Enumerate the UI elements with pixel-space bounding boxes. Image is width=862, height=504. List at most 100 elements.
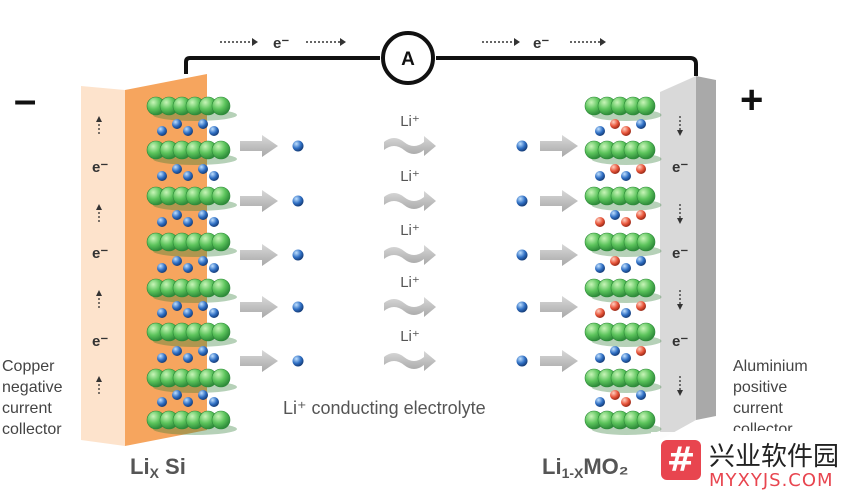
- anode-formula: LiX Si: [130, 454, 186, 481]
- metal-oxide-atom: [595, 308, 605, 318]
- ion-flow-arrow: [240, 296, 278, 318]
- lithium-ion: [610, 210, 620, 220]
- cathode-formula-sub: 1-X: [561, 465, 584, 481]
- wire-electron-arrows: [220, 38, 606, 46]
- electron-arrow-head: [677, 130, 683, 136]
- lithium-ion: [172, 390, 182, 400]
- metal-oxide-atom: [610, 164, 620, 174]
- wire-arrow-head: [514, 38, 520, 46]
- electron-arrow-head: [96, 204, 102, 210]
- graphite-atom: [636, 186, 656, 206]
- lithium-ion: [157, 126, 167, 136]
- graphite-atom: [636, 232, 656, 252]
- lithium-ion: [183, 353, 193, 363]
- graphite-atom: [636, 278, 656, 298]
- lithium-ion: [595, 397, 605, 407]
- lithium-ion: [198, 164, 208, 174]
- electron-arrow-head: [96, 116, 102, 122]
- wire-electron-label-left: e⁻: [273, 35, 289, 52]
- lithium-ion: [595, 353, 605, 363]
- metal-oxide-atom: [636, 164, 646, 174]
- metal-oxide-atom: [621, 397, 631, 407]
- lithium-ion: [209, 397, 219, 407]
- cathode-formula: Li1-XMO₂: [542, 454, 629, 481]
- lithium-ion: [209, 126, 219, 136]
- circuit-wire: [184, 56, 698, 76]
- aluminium-label-line: positive: [733, 379, 788, 396]
- ion-flow-arrow: [240, 190, 278, 212]
- lithium-ion: [621, 308, 631, 318]
- copper-label-line: collector: [2, 421, 62, 438]
- copper-label-line: Copper: [2, 358, 55, 375]
- watermark-title: 兴业软件园: [709, 442, 840, 472]
- lithium-ion: [183, 263, 193, 273]
- graphite-atom: [636, 96, 656, 116]
- ion-wave-arrow: [384, 297, 436, 317]
- lithium-ion: [198, 301, 208, 311]
- graphite-atom: [636, 322, 656, 342]
- lithium-ion: [636, 390, 646, 400]
- lithium-ion: [172, 301, 182, 311]
- lithium-ion: [209, 217, 219, 227]
- lithium-ion: [157, 353, 167, 363]
- electron-arrow-head: [96, 290, 102, 296]
- copper-collector-label: Copper negative current collector: [2, 356, 63, 440]
- ion-label: Li⁺: [400, 222, 420, 239]
- lithium-ion: [172, 256, 182, 266]
- metal-oxide-atom: [621, 217, 631, 227]
- cathode-layers: [584, 96, 662, 435]
- lithium-ion: [636, 256, 646, 266]
- lithium-ion: [610, 346, 620, 356]
- ion-label: Li⁺: [400, 168, 420, 185]
- lithium-ion: [292, 301, 304, 313]
- metal-oxide-atom: [636, 301, 646, 311]
- aluminium-label-line: collector: [733, 421, 793, 431]
- cathode-formula-tail: MO₂: [583, 454, 629, 479]
- lithium-ion: [198, 346, 208, 356]
- lithium-ion: [157, 171, 167, 181]
- lithium-ion: [595, 171, 605, 181]
- metal-oxide-atom: [610, 301, 620, 311]
- ion-flow-arrow: [540, 244, 578, 266]
- lithium-ion: [516, 195, 528, 207]
- anode-formula-base: Li: [130, 454, 150, 479]
- aluminium-label-line: Aluminium: [733, 358, 808, 375]
- metal-oxide-atom: [610, 390, 620, 400]
- lithium-ion: [621, 171, 631, 181]
- metal-oxide-atom: [636, 346, 646, 356]
- graphite-atom: [211, 232, 231, 252]
- lithium-ion: [198, 390, 208, 400]
- electron-arrow-head: [677, 390, 683, 396]
- metal-oxide-atom: [610, 256, 620, 266]
- lithium-ion: [292, 195, 304, 207]
- lithium-ion: [292, 355, 304, 367]
- ion-wave-arrow: [384, 191, 436, 211]
- lithium-ion: [198, 256, 208, 266]
- aluminium-label-line: current: [733, 400, 783, 417]
- cathode-formula-base: Li: [542, 454, 562, 479]
- anode-formula-sub: X: [149, 465, 159, 481]
- graphite-atom: [211, 96, 231, 116]
- lithium-ion: [209, 353, 219, 363]
- lithium-ion: [209, 308, 219, 318]
- ammeter-icon: [381, 31, 435, 85]
- electron-arrow-head: [677, 218, 683, 224]
- lithium-ion: [621, 353, 631, 363]
- ion-flow-arrow: [540, 350, 578, 372]
- metal-oxide-atom: [621, 126, 631, 136]
- collector-electron-label: e⁻: [92, 245, 108, 262]
- anode-formula-tail: Si: [165, 454, 186, 479]
- collector-electron-label: e⁻: [92, 159, 108, 176]
- collector-electron-label: e⁻: [92, 333, 108, 350]
- lithium-ion: [516, 140, 528, 152]
- lithium-ion: [516, 301, 528, 313]
- graphite-atom: [211, 140, 231, 160]
- anode-layers: [146, 96, 237, 435]
- electrolyte-caption: Li⁺ conducting electrolyte: [283, 398, 486, 418]
- lithium-ion: [595, 126, 605, 136]
- ion-label: Li⁺: [400, 274, 420, 291]
- lithium-ion: [636, 119, 646, 129]
- lithium-ion: [209, 171, 219, 181]
- lithium-ion: [183, 397, 193, 407]
- lithium-ion: [621, 263, 631, 273]
